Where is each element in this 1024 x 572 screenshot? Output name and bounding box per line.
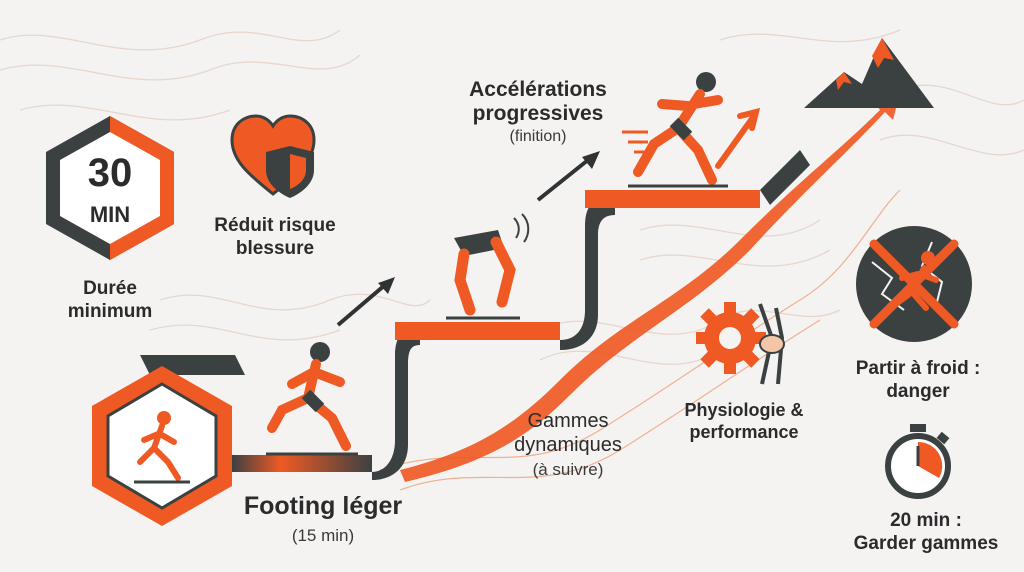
timer-hexagon-icon (46, 116, 174, 260)
step3-title-line2: progressives (472, 102, 604, 125)
keep-drills-line1: 20 min : (890, 510, 962, 531)
physio-line1: Physiologie & (684, 400, 804, 420)
duration-unit: MIN (89, 202, 131, 227)
keep-drills-line2: Garder gammes (853, 533, 999, 554)
step2-title-line2: dynamiques (514, 434, 622, 456)
injury-line1: Réduit risque (214, 215, 336, 236)
gear-joint-icon (696, 302, 785, 385)
cold-start-line1: Partir à froid : (855, 358, 981, 379)
mountain-icon (804, 38, 934, 108)
injury-line2: blessure (235, 238, 315, 259)
step2-note: (à suivre) (532, 460, 604, 479)
stopwatch-icon (885, 424, 951, 499)
heart-shield-icon (230, 114, 316, 198)
duration-caption-line2: minimum (67, 301, 153, 322)
physio-line2: performance (689, 422, 799, 442)
runner-icon (266, 342, 358, 456)
arrow-up-icon (336, 277, 395, 327)
sprinter-icon (622, 72, 761, 188)
knee-lift-runner-icon (446, 213, 530, 320)
ribbon-step-2 (395, 195, 615, 350)
cold-start-line2: danger (886, 381, 950, 402)
duration-caption-line1: Durée (83, 278, 137, 299)
no-cold-start-icon (856, 226, 972, 342)
runner-hexagon-icon (92, 366, 232, 526)
step1-title: Footing léger (243, 492, 403, 520)
step3-title-line1: Accélérations (469, 78, 607, 101)
step2-title-line1: Gammes (527, 410, 609, 432)
duration-value: 30 (87, 151, 133, 195)
step3-note: (finition) (509, 128, 567, 145)
ribbon-step-1 (140, 325, 420, 480)
arrow-up-icon (536, 151, 600, 202)
step1-note: (15 min) (291, 526, 355, 545)
ribbon-step-3 (585, 150, 810, 208)
